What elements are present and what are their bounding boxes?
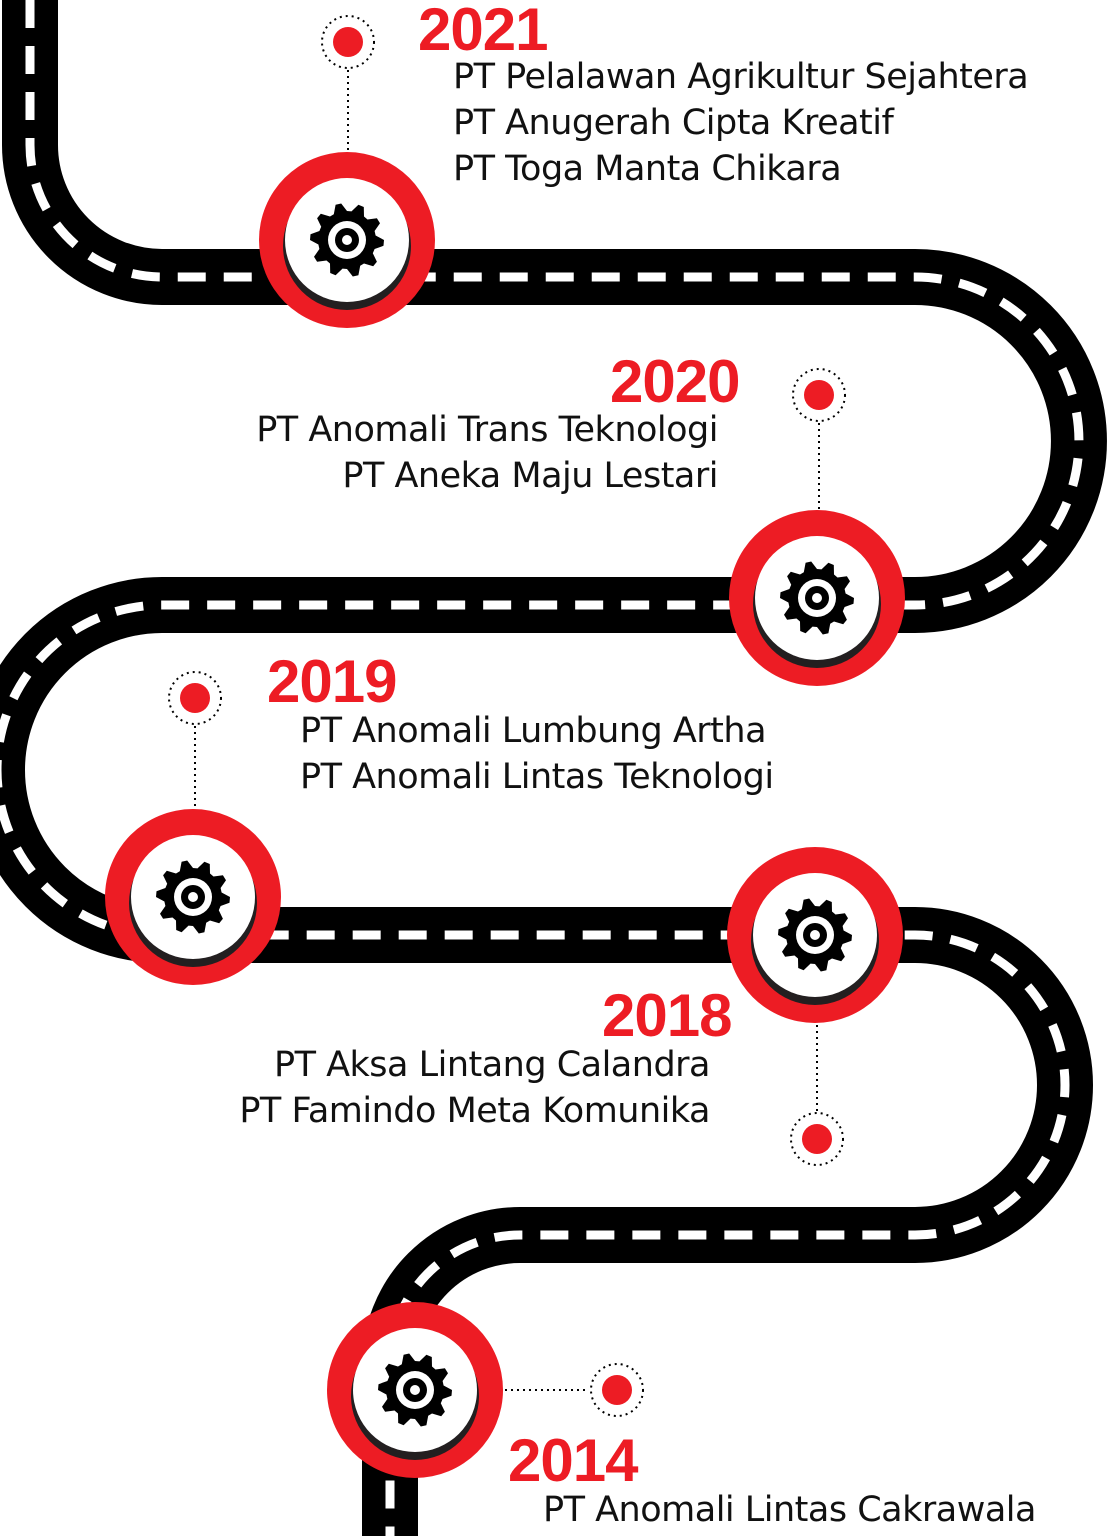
pin-dot bbox=[804, 380, 834, 410]
gear-axle bbox=[810, 930, 820, 940]
milestone-companies-2020: PT Anomali Trans Teknologi PT Aneka Maju… bbox=[256, 407, 718, 499]
milestone-companies-2019: PT Anomali Lumbung Artha PT Anomali Lint… bbox=[300, 708, 774, 800]
company-name: PT Anomali Lintas Teknologi bbox=[300, 757, 774, 797]
company-name: PT Pelalawan Agrikultur Sejahtera bbox=[453, 57, 1029, 97]
milestone-year-2021: 2021 bbox=[418, 0, 548, 63]
milestone-marker-2014 bbox=[327, 1302, 644, 1478]
milestone-marker-2018 bbox=[727, 847, 903, 1166]
milestone-year-2019: 2019 bbox=[267, 648, 397, 715]
milestone-companies-2018: PT Aksa Lintang Calandra PT Famindo Meta… bbox=[239, 1042, 710, 1134]
gear-axle bbox=[342, 235, 352, 245]
pin-dot bbox=[180, 683, 210, 713]
gear-axle bbox=[410, 1385, 420, 1395]
milestone-companies-2014: PT Anomali Lintas Cakrawala bbox=[543, 1487, 1036, 1533]
company-name: PT Toga Manta Chikara bbox=[453, 149, 842, 189]
pin-dot bbox=[333, 27, 363, 57]
company-name: PT Anomali Lintas Cakrawala bbox=[543, 1490, 1036, 1530]
pin-dot bbox=[802, 1124, 832, 1154]
milestone-marker-2020 bbox=[729, 368, 905, 686]
pin-dot bbox=[602, 1375, 632, 1405]
gear-axle bbox=[812, 593, 822, 603]
company-name: PT Anomali Trans Teknologi bbox=[256, 410, 718, 450]
company-name: PT Aneka Maju Lestari bbox=[342, 456, 718, 496]
milestone-year-2020: 2020 bbox=[610, 348, 740, 415]
milestone-marker-2019 bbox=[105, 671, 281, 985]
company-name: PT Anomali Lumbung Artha bbox=[300, 711, 767, 751]
company-name: PT Aksa Lintang Calandra bbox=[273, 1045, 711, 1085]
milestone-year-2018: 2018 bbox=[602, 982, 732, 1049]
milestone-year-2014: 2014 bbox=[508, 1427, 638, 1494]
milestone-companies-2021: PT Pelalawan Agrikultur Sejahtera PT Anu… bbox=[453, 54, 1029, 192]
milestone-marker-2021 bbox=[259, 15, 435, 328]
company-name: PT Famindo Meta Komunika bbox=[239, 1091, 710, 1131]
gear-axle bbox=[188, 892, 198, 902]
company-name: PT Anugerah Cipta Kreatif bbox=[453, 103, 894, 143]
